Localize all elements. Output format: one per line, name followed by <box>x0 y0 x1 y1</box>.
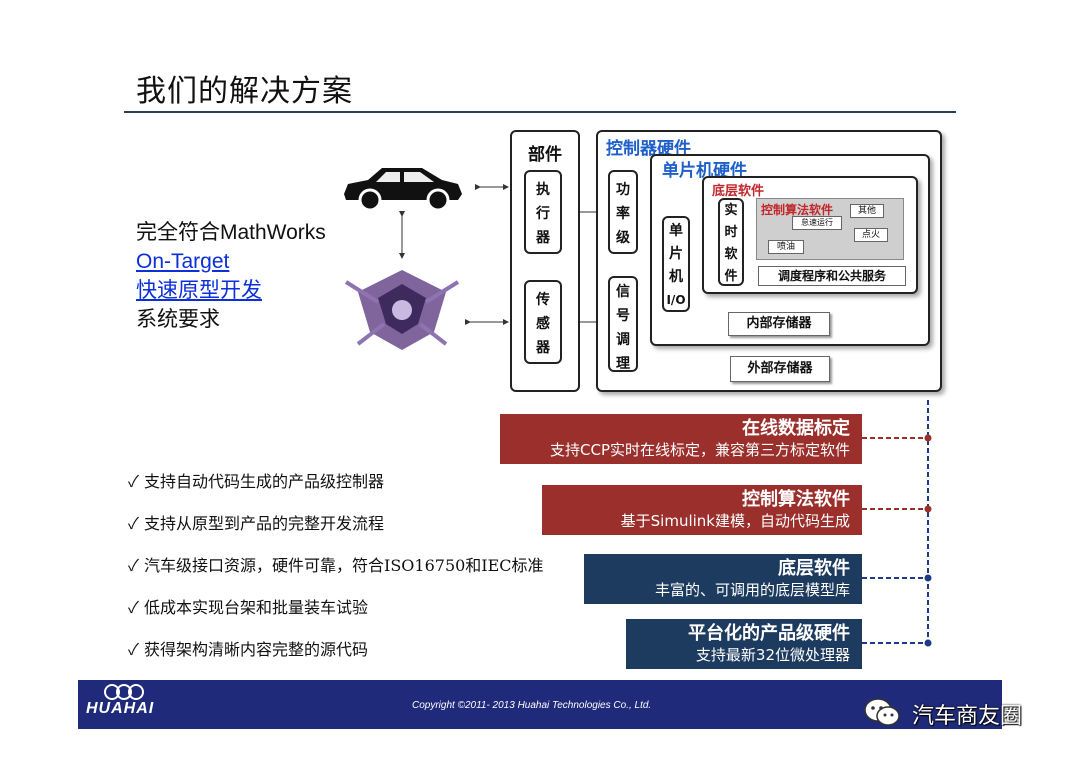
internal-memory-box: 内部存储器 <box>728 312 830 336</box>
rtos-char: 软 <box>724 247 738 262</box>
sensor-box: 传 感 器 <box>524 280 562 364</box>
banner-base-software: 底层软件 丰富的、可调用的底层模型库 <box>584 554 862 604</box>
banner-online-calibration: 在线数据标定 支持CCP实时在线标定，兼容第三方标定软件 <box>500 414 862 464</box>
actuator-box: 执 行 器 <box>524 170 562 254</box>
feature-item: ✓ 汽车级接口资源，硬件可靠，符合ISO16750和IEC标准 <box>128 556 544 575</box>
banner-subtitle: 支持CCP实时在线标定，兼容第三方标定软件 <box>550 441 850 459</box>
feature-list: ✓ 支持自动代码生成的产品级控制器 ✓ 支持从原型到产品的完整开发流程 ✓ 汽车… <box>128 470 544 680</box>
rapid-prototype-link[interactable]: 快速原型开发 <box>136 278 262 302</box>
car-icon <box>344 168 462 212</box>
mcu-io-box: 单 片 机 I/O <box>662 216 690 312</box>
base-software-label: 底层软件 <box>712 184 765 199</box>
power-stage-char: 功 <box>616 182 630 198</box>
power-stage-char: 级 <box>616 230 630 246</box>
page-title: 我们的解决方案 <box>136 74 353 109</box>
ignition-box: 点火 <box>854 228 888 242</box>
sensor-char: 器 <box>536 340 550 356</box>
copyright-text: Copyright ©2011- 2013 Huahai Technologie… <box>412 700 652 711</box>
actuator-char: 行 <box>536 206 550 222</box>
external-memory-box: 外部存储器 <box>730 356 830 382</box>
idle-box: 怠速运行 <box>792 216 842 230</box>
other-box: 其他 <box>850 204 884 218</box>
rtos-char: 实 <box>724 203 738 218</box>
banner-control-algorithm: 控制算法软件 基于Simulink建模，自动代码生成 <box>542 485 862 535</box>
signal-conditioning-box: 信 号 调 理 <box>608 276 638 372</box>
huahai-logo-text: HUAHAI <box>86 700 155 717</box>
power-stage-box: 功 率 级 <box>608 170 638 254</box>
banner-title: 底层软件 <box>778 558 850 579</box>
control-algorithm-label: 控制算法软件 <box>761 203 834 217</box>
engine-icon <box>344 270 460 350</box>
rtos-char: 件 <box>724 269 738 284</box>
actuator-char: 执 <box>536 182 550 198</box>
feature-item: ✓ 支持从原型到产品的完整开发流程 <box>128 514 385 533</box>
injection-box: 喷油 <box>768 240 804 254</box>
feature-item: ✓ 低成本实现台架和批量装车试验 <box>128 598 369 617</box>
signal-cond-char: 信 <box>616 284 630 300</box>
banner-subtitle: 支持最新32位微处理器 <box>695 646 850 664</box>
banner-platform-hardware: 平台化的产品级硬件 支持最新32位微处理器 <box>626 619 862 669</box>
mcu-io-char: I/O <box>666 293 686 307</box>
components-label: 部件 <box>528 145 562 165</box>
rtos-box: 实 时 软 件 <box>718 198 744 286</box>
on-target-link[interactable]: On-Target <box>136 250 230 273</box>
signal-cond-char: 理 <box>616 356 630 372</box>
wechat-icon <box>864 698 900 726</box>
system-requirements-line: 系统要求 <box>136 307 220 331</box>
compliance-text: 完全符合MathWorks On-Target 快速原型开发 系统要求 <box>136 218 326 334</box>
mcu-io-char: 片 <box>669 246 683 262</box>
mcu-io-char: 机 <box>669 269 683 285</box>
signal-cond-char: 调 <box>616 332 630 348</box>
power-stage-char: 率 <box>616 206 630 222</box>
feature-item: ✓ 获得架构清晰内容完整的源代码 <box>128 640 369 659</box>
scheduler-box: 调度程序和公共服务 <box>758 266 906 286</box>
footer-bar <box>78 680 1002 729</box>
banner-subtitle: 基于Simulink建模，自动代码生成 <box>620 512 850 530</box>
signal-cond-char: 号 <box>616 308 630 324</box>
sensor-char: 感 <box>536 316 550 332</box>
title-divider <box>124 111 956 113</box>
banner-title: 平台化的产品级硬件 <box>688 623 850 644</box>
huahai-logo-icon <box>104 684 144 700</box>
banner-title: 控制算法软件 <box>742 489 850 510</box>
mathworks-line: 完全符合MathWorks <box>136 221 326 244</box>
banner-subtitle: 丰富的、可调用的底层模型库 <box>654 581 850 599</box>
actuator-char: 器 <box>536 230 550 246</box>
watermark-text: 汽车商友圈 <box>912 704 1023 729</box>
banner-title: 在线数据标定 <box>742 418 850 439</box>
sensor-char: 传 <box>536 292 550 308</box>
mcu-io-char: 单 <box>669 223 683 239</box>
feature-item: ✓ 支持自动代码生成的产品级控制器 <box>128 472 385 491</box>
rtos-char: 时 <box>724 225 738 240</box>
